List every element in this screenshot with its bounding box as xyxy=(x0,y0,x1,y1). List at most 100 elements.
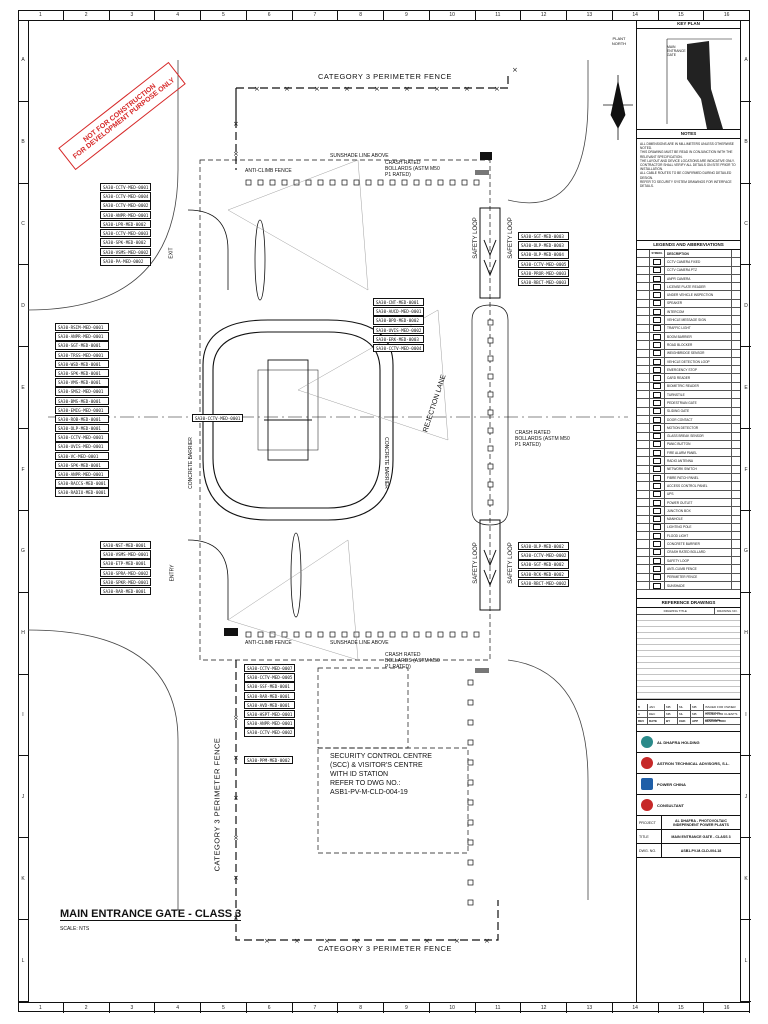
device-tag: SA30-OLP-MED-0003 xyxy=(518,241,570,250)
device-tag: SA30-ETP-MED-0001 xyxy=(100,559,152,568)
ruler-mark: 15 xyxy=(659,10,705,20)
key-plan-label: MAIN ENTRANCE GATE xyxy=(667,45,686,57)
bollard-row-bottom xyxy=(245,631,480,638)
ruler-mark: 16 xyxy=(704,1003,750,1013)
bollard-row-top xyxy=(245,179,480,186)
ruler-mark: 10 xyxy=(430,1003,476,1013)
tag-bottom-single: SA30-PPM-MED-0002 xyxy=(244,756,293,765)
ruler-mark: A xyxy=(18,20,28,102)
ruler-mark: H xyxy=(18,593,28,675)
legend-description: SPEAKER xyxy=(667,301,683,306)
legend-description: ACCESS CONTROL PANEL xyxy=(667,483,708,488)
legend-description: WEIGHBRIDGE SENSOR xyxy=(667,351,705,356)
device-tag: SA30-UVIS-MED-0001 xyxy=(55,442,109,451)
legend-symbol-icon xyxy=(653,325,661,332)
legend-symbol-icon xyxy=(653,258,661,265)
legend-symbol-icon xyxy=(653,424,661,431)
legend-symbol-icon xyxy=(653,541,661,548)
legend-row: VEHICLE MESSAGE SIGN xyxy=(637,316,740,325)
ruler-mark: 2 xyxy=(64,10,110,20)
title-row: TITLE MAIN ENTRANCE GATE - CLASS 3 xyxy=(637,830,740,845)
stamp-line-2: FOR DEVELOPMENT PURPOSE ONLY xyxy=(71,76,177,161)
device-tag: SA30-SMS2-MED-0001 xyxy=(55,387,109,396)
al-dhafra-logo-icon xyxy=(641,736,653,749)
ruler-mark: 16 xyxy=(704,10,750,20)
legend-row: TURNSTILE xyxy=(637,391,740,400)
safety-loop-bottom xyxy=(479,519,501,611)
ruler-mark: K xyxy=(18,838,28,921)
legend-description: PEDESTRIAN GATE xyxy=(667,400,697,405)
key-plan-heading: KEY PLAN xyxy=(637,20,740,29)
safety-loop-label-4: SAFETY LOOP xyxy=(507,542,514,584)
device-tag: SA30-VC-MED-0001 xyxy=(55,451,109,461)
legend-row: PANIC BUTTON xyxy=(637,440,740,450)
legend-row: PEDESTRIAN GATE xyxy=(637,399,740,408)
reference-heading: REFERENCE DRAWINGS xyxy=(637,598,740,609)
legend-symbol-icon xyxy=(653,366,661,373)
legend-symbol-icon xyxy=(653,516,661,523)
legend-description: GLASS BREAK SENSOR xyxy=(667,434,704,439)
svg-text:×: × xyxy=(294,937,300,945)
device-tag: SA30-CCTV-MED-0001 xyxy=(55,433,109,442)
ruler-mark: 5 xyxy=(201,10,247,20)
safety-loop-top xyxy=(479,207,501,299)
legend-description: CONCRETE BARRIER xyxy=(667,542,700,547)
svg-text:×: × xyxy=(233,714,239,722)
legend-symbol-icon xyxy=(653,557,661,564)
fence-top xyxy=(236,75,509,89)
project-row: PROJECT AL DHAFRA - PHOTOVOLTAIC INDEPEN… xyxy=(637,816,740,831)
legend-symbol-icon xyxy=(653,458,661,465)
legend-row: LICENSE PLATE READER xyxy=(637,283,740,292)
ruler-mark: E xyxy=(741,347,751,430)
crash-bollards-label-mid: CRASH RATED BOLLARDS (ASTM M50 P1 RATED) xyxy=(515,430,570,448)
svg-text:×: × xyxy=(233,794,239,802)
legend-row: MANHOLE xyxy=(637,515,740,524)
device-tag: SA30-CCTV-MED-0005 xyxy=(244,673,296,682)
legend-symbol-icon xyxy=(653,283,661,290)
legend-symbol-icon xyxy=(653,408,661,415)
legend-symbol-icon xyxy=(653,358,661,365)
ruler-mark: J xyxy=(18,756,28,839)
ruler-mark: C xyxy=(741,184,751,266)
legend-symbol-icon xyxy=(653,474,661,481)
legend-row: UNDER VEHICLE INSPECTION xyxy=(637,291,740,300)
legend-description: PANIC BUTTON xyxy=(667,442,691,447)
device-tag: SA30-CCTV-MED-0004 xyxy=(100,192,152,201)
device-tag: SA30-OLP-MED-0002 xyxy=(518,542,570,551)
legend-row: CRASH RATED BOLLARD xyxy=(637,548,740,557)
legend-symbol-icon xyxy=(653,300,661,307)
ruler-mark: 7 xyxy=(293,10,339,20)
tag-group-right-bottom: SA30-OLP-MED-0002 SA30-CCTV-MED-0002 SA3… xyxy=(518,542,570,588)
ruler-mark: 5 xyxy=(201,1003,247,1013)
tag-group-exit-2: SA30-VSMS-MED-0002 SA30-PA-MED-0002 xyxy=(100,248,152,266)
ruler-mark: 8 xyxy=(338,10,384,20)
device-tag: SA30-SPRA-MED-0002 xyxy=(100,568,152,577)
company-astron: ASTRON TECHNICAL ADVISORS, S.L. xyxy=(637,753,740,775)
tag-group-bottom: SA30-CCTV-MED-0007 SA30-CCTV-MED-0005 SA… xyxy=(244,664,296,738)
ruler-mark: G xyxy=(18,511,28,593)
ruler-mark: 10 xyxy=(430,10,476,20)
notes-list: ALL DIMENSIONS ARE IN MILLIMETERS UNLESS… xyxy=(637,139,740,241)
legend-row: PERIMETER FENCE xyxy=(637,573,740,582)
device-tag: SA30-TRSS-MED-0001 xyxy=(55,350,109,359)
svg-text:×: × xyxy=(233,914,239,922)
svg-text:×: × xyxy=(233,754,239,762)
device-tag: SA30-CCTV-MED-0001 xyxy=(192,414,244,423)
ruler-mark: H xyxy=(741,593,751,675)
device-tag: SA30-AVD-MED-0001 xyxy=(244,700,296,710)
legend-description: CRASH RATED BOLLARD xyxy=(667,550,706,555)
legend-symbol-icon xyxy=(653,275,661,282)
svg-text:×: × xyxy=(404,85,410,93)
ruler-mark: 7 xyxy=(293,1003,339,1013)
legend-row: FLOOD LIGHT xyxy=(637,532,740,541)
svg-text:×: × xyxy=(254,85,260,93)
title-block: KEY PLAN MAIN ENTRANCE GATE NOTES ALL DI… xyxy=(636,20,740,1002)
crash-bollards-label-top: CRASH RATED BOLLARDS (ASTM M50 P1 RATED) xyxy=(385,160,440,178)
device-tag: SA30-CNT-MED-0001 xyxy=(373,298,425,307)
